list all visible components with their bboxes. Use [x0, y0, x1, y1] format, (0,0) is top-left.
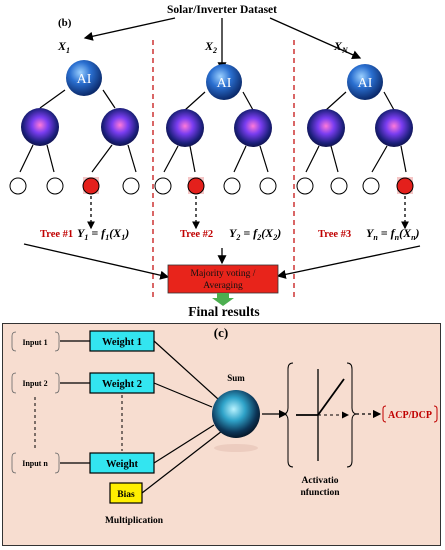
dataset-arrows — [83, 17, 362, 72]
sum-node-glow — [214, 444, 258, 452]
tree-label-1: Tree #1 — [40, 229, 73, 240]
leaf-3a — [296, 177, 314, 195]
ai-label-2: AI — [217, 76, 232, 91]
leaf-2c — [223, 177, 241, 195]
tree-output-2: Y2 = f2(X2) — [229, 226, 281, 242]
branch-node-2b — [234, 109, 272, 147]
tree-label-2: Tree #2 — [180, 229, 213, 240]
panel-b-letter: (b) — [58, 17, 72, 29]
leaf-1a — [9, 177, 27, 195]
input-x1: X1 — [57, 39, 70, 55]
vote-arrows — [23, 243, 421, 280]
input-x2: X2 — [204, 39, 217, 55]
weight-2-label: Weight 2 — [102, 379, 142, 390]
tree-label-3: Tree #3 — [318, 229, 351, 240]
ai-node-2 — [206, 64, 242, 100]
bias-label: Bias — [117, 490, 135, 500]
sum-label: Sum — [227, 373, 245, 383]
ai-label-3: AI — [358, 76, 373, 91]
ai-node-3 — [347, 64, 383, 100]
leaf-1b — [46, 177, 64, 195]
input-weight-lines — [60, 340, 90, 464]
leaf-2-selected — [187, 177, 205, 195]
branch-node-2a — [166, 109, 204, 147]
tree-1: AI — [9, 60, 140, 230]
majority-voting-label: Majority voting /Averaging — [191, 269, 256, 291]
branch-node-1a — [21, 108, 59, 146]
green-down-arrow-icon — [212, 293, 234, 306]
input-xn: XN — [333, 39, 349, 55]
weight-1-label: Weight 1 — [102, 337, 142, 348]
weight-sum-lines — [141, 340, 223, 494]
multiplication-label: Multiplication — [105, 516, 164, 526]
input-2-label: Input 2 — [22, 379, 47, 388]
ai-node-1 — [66, 60, 102, 96]
leaf-1-selected — [82, 177, 100, 195]
panel-c-letter: (c) — [214, 325, 228, 340]
leaf-3b — [330, 177, 348, 195]
leaf-3c — [362, 177, 380, 195]
tree-output-1: Y1 = f1(X1) — [77, 226, 129, 242]
leaf-3-selected — [396, 177, 414, 195]
input-labels — [11, 331, 60, 474]
input-1-label: Input 1 — [22, 338, 47, 347]
input-n-label: Input n — [22, 459, 48, 468]
tree-output-3: Yn = fn(Xn) — [366, 226, 420, 242]
output-label: ACP/DCP — [388, 410, 432, 421]
leaf-2d — [259, 177, 277, 195]
sum-node — [212, 390, 260, 438]
ai-label-1: AI — [77, 72, 92, 87]
final-results: Final results — [188, 304, 259, 319]
majority-voting-box — [167, 264, 279, 294]
dataset-title: Solar/Inverter Dataset — [167, 4, 277, 16]
leaf-2a — [154, 177, 172, 195]
branch-node-3a — [307, 109, 345, 147]
activation-function-graph — [283, 362, 357, 468]
tree-3: AI — [296, 64, 414, 230]
branch-node-3b — [375, 109, 413, 147]
tree-2: AI — [154, 64, 277, 230]
neural-network-panel — [2, 323, 441, 546]
leaf-1d — [122, 177, 140, 195]
neuron-diagram: (c) Input 1 Input 2 Input n Weight 1 Wei… — [11, 325, 438, 526]
branch-node-1b — [101, 108, 139, 146]
weight-n-label: Weight — [106, 459, 139, 470]
random-forest-diagram: Solar/Inverter Dataset (b) X1 X2 XN AI A… — [9, 4, 421, 319]
